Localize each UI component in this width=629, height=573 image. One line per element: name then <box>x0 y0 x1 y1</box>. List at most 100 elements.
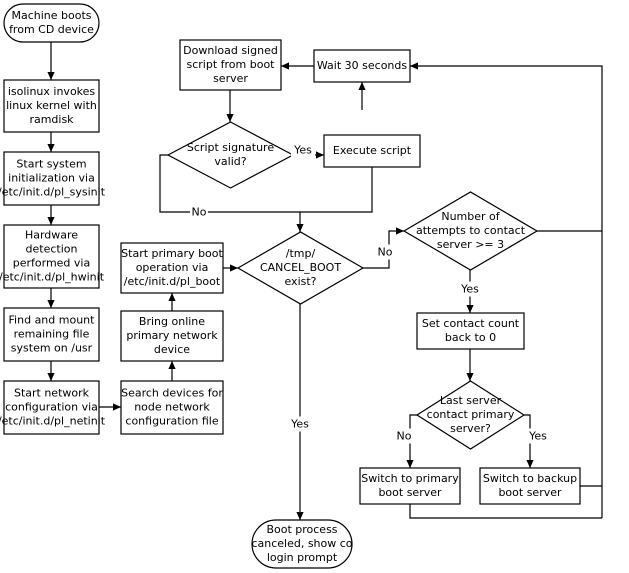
node-isolinux-invokes-kernel-text-line-0: isolinux invokes <box>8 85 96 98</box>
edge-sysinit-to-hwinit-arrowhead <box>47 217 55 225</box>
node-execute-script-text-line-0: Execute script <box>333 144 412 157</box>
edge-download-script-to-sig-valid <box>226 90 234 122</box>
node-start-primary-boot-operation-text-line-2: /etc/init.d/pl_boot <box>124 275 221 288</box>
node-start-network-configuration-text-line-0: Start network <box>14 387 90 400</box>
node-wait-30-seconds[interactable]: Wait 30 seconds <box>313 49 411 83</box>
decision-last-server-contact-primary-text-line-1: contact primary <box>427 408 515 421</box>
edge-last-primary-yes-to-switch-backup <box>524 414 534 468</box>
node-switch-to-backup-boot-server-box <box>479 467 581 505</box>
edge-sig-valid-no-to-cancel-boot-label: No <box>192 206 207 219</box>
edge-last-primary-yes-to-switch-backup-line <box>524 414 531 468</box>
node-start-system-initialization-text-line-2: /etc/init.d/pl_sysinit <box>0 186 106 199</box>
edge-start-boot-to-cancel-boot-arrowhead <box>230 264 238 272</box>
edge-sig-valid-yes-to-exec-script-arrowhead <box>316 151 324 159</box>
edge-netinit-to-search-devices-arrowhead <box>113 403 121 411</box>
decision-attempts-to-contact-server-text-line-0: Number of <box>441 210 500 223</box>
node-boot-process-canceled-text-line-0: Boot process <box>266 523 337 536</box>
node-bring-online-primary-network-text-line-1: primary network <box>126 329 218 342</box>
decision-script-signature-valid-text-line-1: valid? <box>214 155 246 168</box>
decision-last-server-contact-primary-diamond <box>415 380 526 450</box>
edge-attempts-yes-to-set-count-label-backdrop <box>457 281 483 297</box>
edge-set-count-to-last-primary <box>466 349 474 381</box>
edge-machine-boots-to-isolinux <box>47 42 55 80</box>
edge-attempts-yes-to-set-count-label: Yes <box>460 283 479 296</box>
node-machine-boots-from-cd-text-line-1: from CD device <box>9 23 94 36</box>
decision-script-signature-valid-text-line-0: Script signature <box>187 141 274 154</box>
node-isolinux-invokes-kernel-text-line-1: linux kernel with <box>6 99 97 112</box>
decision-last-server-contact-primary-text-line-2: server? <box>450 422 491 435</box>
edge-sysinit-to-hwinit <box>47 205 55 225</box>
node-execute-script-box <box>323 134 421 168</box>
node-start-network-configuration-text-line-1: configuration via <box>5 401 98 414</box>
edge-netinit-to-search-devices <box>99 403 121 411</box>
node-switch-to-backup-boot-server-text-line-1: boot server <box>498 486 562 499</box>
edge-cancel-boot-yes-to-canceled-label-backdrop <box>287 416 313 432</box>
edge-last-primary-yes-to-switch-backup-label: Yes <box>528 430 547 443</box>
node-switch-to-primary-boot-server-box <box>359 467 461 505</box>
node-start-network-configuration-box <box>3 380 100 435</box>
decision-attempts-to-contact-server-text-line-1: attempts to contact <box>416 224 526 237</box>
node-search-devices-for-config-box <box>120 380 224 435</box>
node-switch-to-primary-boot-server-text-line-0: Switch to primary <box>361 472 459 485</box>
node-find-and-mount-usr-box <box>3 307 100 362</box>
edge-sig-valid-no-to-cancel-boot <box>159 154 304 232</box>
node-start-system-initialization-text-line-1: initialization via <box>8 172 95 185</box>
node-bring-online-primary-network-text-line-0: Bring online <box>139 315 205 328</box>
edge-cancel-boot-yes-to-canceled <box>296 304 304 520</box>
edge-switch-primary-return <box>409 504 602 519</box>
node-search-devices-for-config-text-line-2: configuration file <box>125 415 218 428</box>
edge-last-primary-no-to-switch-primary-label-backdrop <box>395 428 413 444</box>
edge-mount-usr-to-netinit-arrowhead <box>47 373 55 381</box>
node-execute-script[interactable]: Execute script <box>323 134 421 168</box>
node-bring-online-primary-network-text-line-2: device <box>154 343 190 356</box>
edge-sig-valid-no-to-cancel-boot-line <box>159 154 301 232</box>
edge-bring-online-to-start-boot <box>168 293 176 311</box>
node-find-and-mount-usr-text-line-2: system on /usr <box>11 342 93 355</box>
edge-switch-primary-return-line <box>409 504 602 519</box>
node-start-primary-boot-operation-text-line-1: operation via <box>136 261 209 274</box>
node-set-contact-count-back-to-zero-box <box>416 312 525 350</box>
decision-attempts-to-contact-server-text-line-2: server >= 3 <box>437 238 504 251</box>
edge-sig-valid-no-to-cancel-boot-label-backdrop <box>190 204 208 220</box>
edge-start-boot-to-cancel-boot <box>223 264 238 272</box>
edge-sig-valid-yes-to-exec-script-label: Yes <box>293 144 312 157</box>
edge-exec-script-to-cancel-boot-merge-line <box>300 167 373 213</box>
decision-tmp-cancel-boot-exist-diamond <box>236 231 365 305</box>
node-wait-30-seconds-box <box>313 49 411 83</box>
node-search-devices-for-config-text-line-1: node network <box>134 401 210 414</box>
edge-set-count-to-last-primary-arrowhead <box>466 373 474 381</box>
node-hardware-detection-text-line-0: Hardware <box>25 229 78 242</box>
edge-sig-valid-no-to-cancel-boot-arrowhead <box>296 224 304 232</box>
edge-machine-boots-to-isolinux-arrowhead <box>47 72 55 80</box>
node-download-signed-script-text-line-0: Download signed <box>183 44 278 57</box>
edge-cancel-boot-no-to-attempts-label: No <box>378 246 393 259</box>
edge-exec-script-to-cancel-boot-merge <box>300 167 373 213</box>
node-start-primary-boot-operation-box <box>120 242 224 294</box>
edge-mount-usr-to-netinit <box>47 361 55 381</box>
node-download-signed-script-text-line-1: script from boot <box>187 58 276 71</box>
node-start-system-initialization-text-line-0: Start system <box>16 158 86 171</box>
edge-bring-online-to-start-boot-arrowhead <box>168 293 176 301</box>
node-hardware-detection-text-line-1: detection <box>26 243 78 256</box>
